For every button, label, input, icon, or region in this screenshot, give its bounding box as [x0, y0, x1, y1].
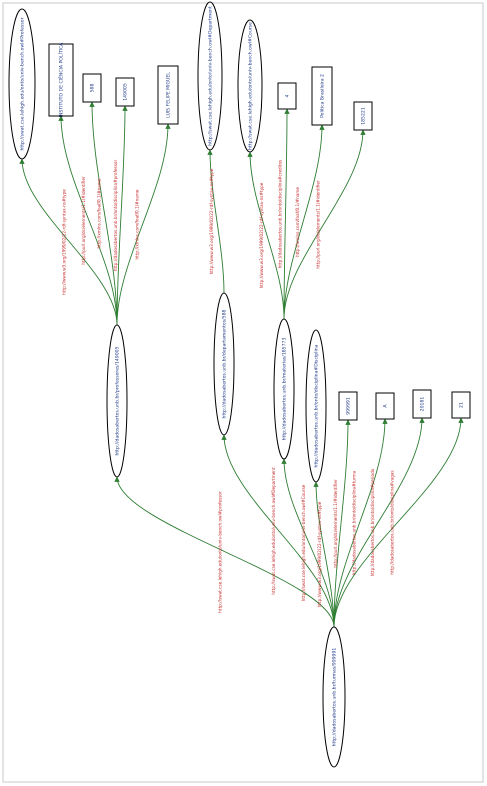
edge-label: http://www.w3.org/1999/02/22-rdf-syntax-…: [259, 182, 264, 288]
node-lit-instituto: INSTITUTO DE CIÊNCIA POLÍTICA: [48, 42, 74, 118]
resource-ellipse: [106, 324, 128, 478]
node-label: http://dadosabertos.unb.br/onto/discipli…: [314, 344, 320, 467]
node-lit-999991: 999991: [338, 391, 358, 421]
edge-label: http://purl.org/dc/elements/1.1/#identif…: [316, 180, 321, 269]
node-professor-class: http://swat.cse.lehigh.edu/onto/univ-ben…: [8, 8, 36, 160]
edge-label: http://xmlns.com/foaf/0.1/#name: [97, 178, 102, 248]
resource-ellipse: [197, 1, 223, 151]
edge-turma-node-to-course-node: [281, 458, 335, 628]
literal-box: [353, 101, 373, 131]
edge-label: http://swat.cse.lehigh.edu/onto/univ-ben…: [271, 467, 276, 595]
edge-turma-node-to-disciplina-class: [313, 481, 335, 628]
edge-label: http://dadosabertos.unb.br/onto/discipli…: [113, 160, 118, 272]
node-professor-node: http://dadosabertos.unb.br/professores/1…: [106, 324, 128, 478]
edge-label: http://dadosabertos.unb.br/onto/discipli…: [352, 470, 357, 575]
edge-professor-node-to-lit-588: [89, 101, 118, 326]
node-label: A: [383, 404, 389, 408]
edge-turma-node-to-professor-node: [114, 476, 335, 628]
node-label: http://dadosabertos.unb.br/professores/1…: [115, 346, 121, 455]
node-label: 999991: [346, 397, 352, 415]
node-label: LUIS FELIPE MIGUEL: [166, 72, 172, 118]
edge-department-node-to-department-class: [207, 149, 225, 294]
edge-professor-node-to-professor-class: [19, 158, 118, 326]
literal-box: [311, 66, 333, 126]
resource-ellipse: [213, 292, 235, 436]
nodes-layer: http://swat.cse.lehigh.edu/onto/univ-ben…: [8, 1, 471, 768]
edge-course-node-to-course-class: [247, 151, 285, 320]
resource-ellipse: [322, 626, 346, 768]
edges-layer: http://www.w3.org/1999/02/22-rdf-syntax-…: [19, 101, 464, 628]
node-label: 4: [285, 94, 291, 97]
edge-label: http://www.w3.org/1999/02/22-rdf-syntax-…: [317, 501, 322, 607]
node-lit-149005: 149005: [115, 77, 135, 107]
edge-course-node-to-lit-politica: [283, 124, 325, 320]
edge-label: http://purl.org/dc/elements/1.1/#identif…: [81, 176, 86, 265]
edge-label: http://dadosabertos.unb.br/onto/discipli…: [278, 160, 283, 269]
edge-turma-node-to-lit-999991: [333, 419, 351, 628]
node-label: http://dadosabertos.unb.br/materias/1857…: [282, 338, 288, 441]
edge-label: http://www.w3.org/1999/02/22-rdf-syntax-…: [62, 189, 67, 295]
edge-label: http://dadosabertos.unb.br/onto/discipli…: [390, 470, 395, 574]
node-label: http://swat.cse.lehigh.edu/onto/univ-ben…: [208, 6, 214, 146]
node-label: 149005: [123, 83, 129, 101]
node-department-class: http://swat.cse.lehigh.edu/onto/univ-ben…: [197, 1, 223, 151]
node-course-node: http://dadosabertos.unb.br/materias/1857…: [273, 318, 295, 460]
node-lit-4: 4: [277, 82, 297, 110]
node-label: 185221: [361, 107, 367, 125]
node-turma-node: http://dadosabertos.unb.br/turmas/999991: [322, 626, 346, 768]
edge-professor-node-to-lit-luis: [116, 123, 171, 326]
edge-professor-node-to-lit-instituto: [58, 115, 118, 326]
node-disciplina-class: http://dadosabertos.unb.br/onto/discipli…: [305, 329, 327, 483]
node-lit-185221: 185221: [353, 101, 373, 131]
node-label: INSTITUTO DE CIÊNCIA POLÍTICA: [57, 42, 65, 118]
node-label: http://swat.cse.lehigh.edu/onto/univ-ben…: [20, 17, 26, 150]
edge-course-node-to-lit-185221: [283, 129, 366, 320]
edge-label: http://purl.org/dc/elements/1.1/#identif…: [333, 479, 338, 568]
edge-label: http://dadosabertos.unb.br/onto/discipli…: [370, 468, 375, 576]
literal-box: [48, 43, 74, 117]
edge-label: http://www.w3.org/1999/02/22-rdf-syntax-…: [209, 168, 214, 274]
edge-turma-node-to-department-node: [221, 434, 335, 628]
node-label: http://swat.cse.lehigh.edu/onto/univ-ben…: [248, 22, 254, 150]
resource-ellipse: [237, 19, 263, 153]
literal-box: [451, 391, 471, 419]
node-course-class: http://swat.cse.lehigh.edu/onto/univ-ben…: [237, 19, 263, 153]
edge-label: http://xmlns.com/foaf/0.1/#name: [295, 187, 300, 257]
literal-box: [115, 77, 135, 107]
node-department-node: http://dadosabertos.unb.br/departamentos…: [213, 292, 235, 436]
resource-ellipse: [8, 8, 36, 160]
node-label: http://dadosabertos.unb.br/turmas/999991: [332, 648, 338, 747]
node-lit-20181: 20181: [412, 389, 432, 419]
edge-turma-node-to-lit-21: [333, 417, 464, 628]
node-lit-politica: Política Brasileira 2: [311, 66, 333, 126]
literal-box: [157, 65, 179, 125]
edge-label: http://xmlns.com/foaf/0.1/#name: [135, 189, 140, 259]
edge-label: http://swat.cse.lehigh.edu/onto/univ-ben…: [218, 491, 223, 613]
edge-course-node-to-lit-4: [283, 108, 290, 320]
node-label: http://dadosabertos.unb.br/departamentos…: [222, 309, 228, 418]
node-lit-a: A: [375, 392, 395, 420]
node-lit-luis: LUIS FELIPE MIGUEL: [157, 65, 179, 125]
literal-box: [338, 391, 358, 421]
node-label: 588: [90, 84, 96, 93]
literal-box: [277, 82, 297, 110]
literal-box: [375, 392, 395, 420]
node-label: 20181: [420, 397, 426, 412]
literal-box: [412, 389, 432, 419]
edge-turma-node-to-lit-a: [333, 418, 388, 628]
resource-ellipse: [305, 329, 327, 483]
resource-ellipse: [273, 318, 295, 460]
node-label: Política Brasileira 2: [319, 74, 326, 118]
node-lit-588: 588: [82, 73, 102, 103]
node-label: 21: [459, 402, 465, 408]
literal-box: [82, 73, 102, 103]
edge-turma-node-to-lit-20181: [333, 417, 425, 628]
edge-label: http://swat.cse.lehigh.edu/onto/univ-ben…: [301, 484, 306, 601]
node-lit-21: 21: [451, 391, 471, 419]
edge-professor-node-to-lit-149005: [116, 105, 128, 326]
